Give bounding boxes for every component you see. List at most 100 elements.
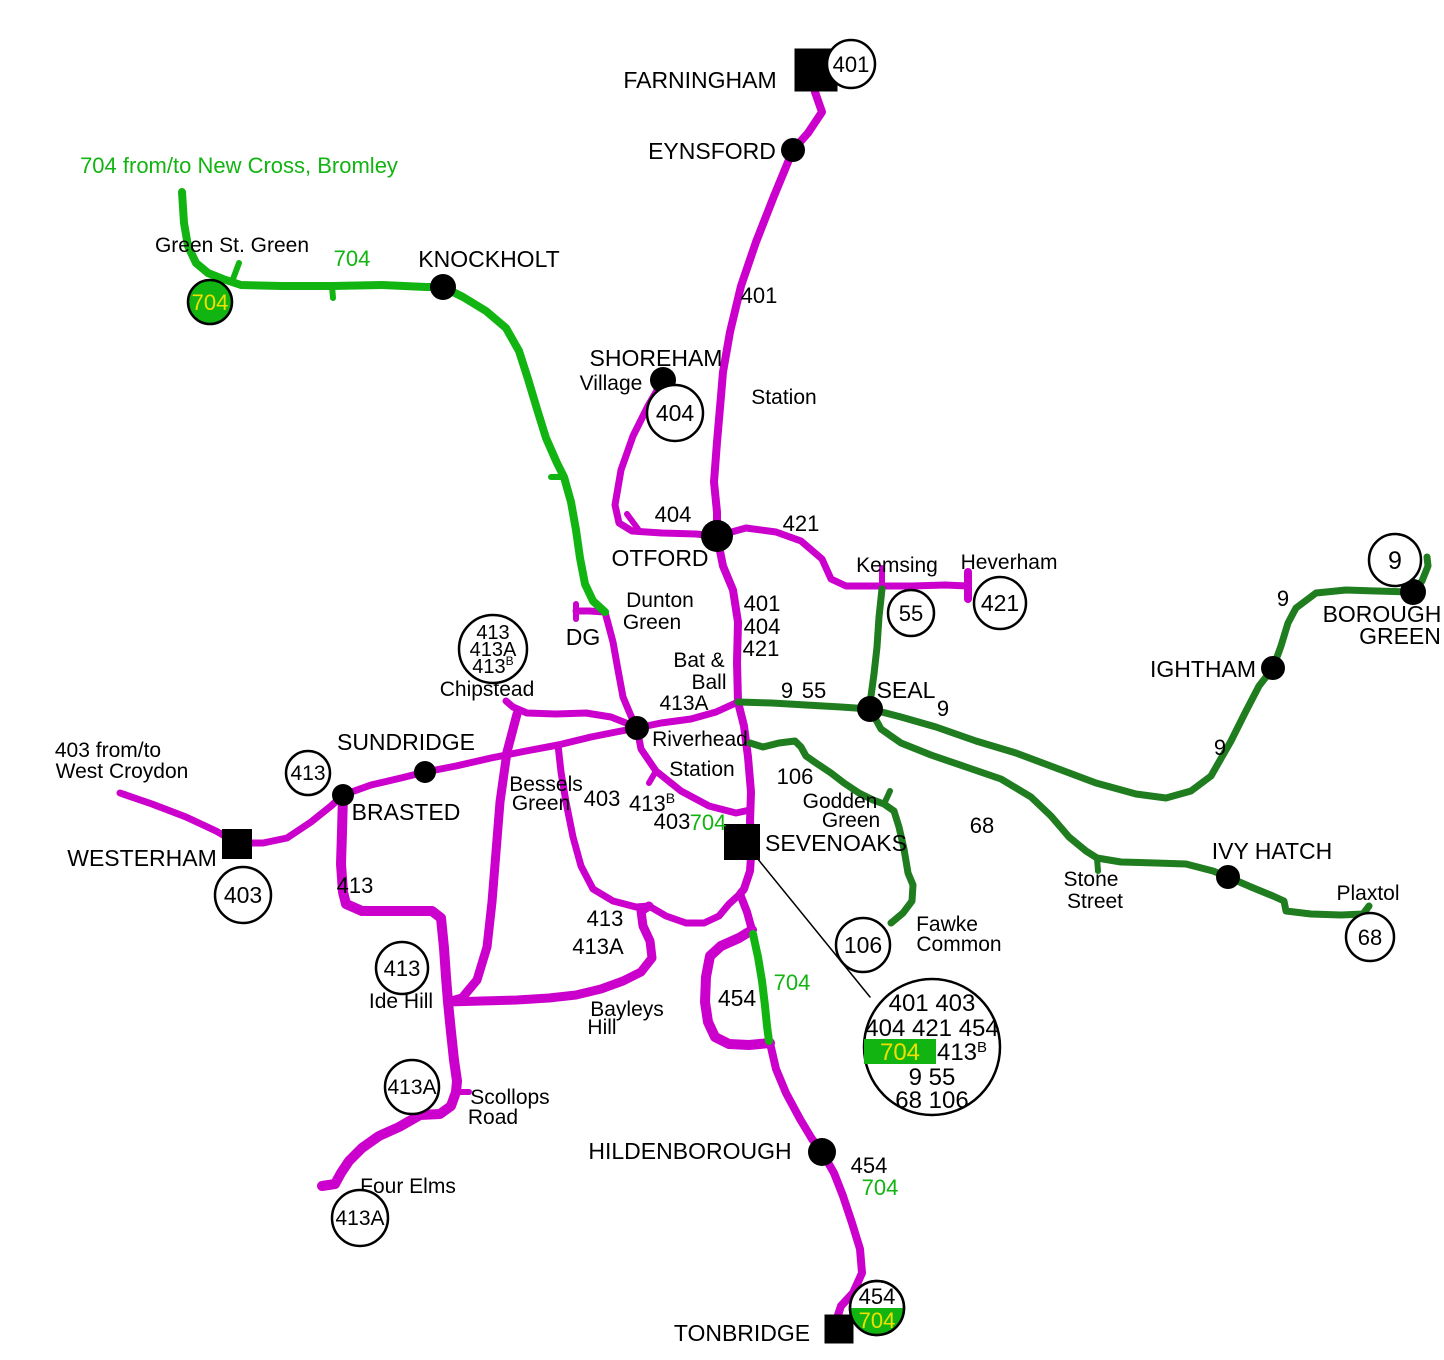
label-454-loop: 454 [718, 985, 757, 1011]
label-shoreham: SHOREHAM [590, 345, 723, 371]
label-otford: OTFORD [611, 545, 708, 571]
label-shoreham-station: Station [751, 386, 816, 409]
label-stone-street: Street [1067, 890, 1123, 913]
label-brasted: BRASTED [352, 799, 461, 825]
label-four-elms: Four Elms [360, 1175, 456, 1198]
route-421-otford-heverham [713, 524, 972, 590]
label-borough: BOROUGH [1323, 601, 1442, 627]
badge-sevenoaks-routes-text-1-0: 404 421 454 [865, 1015, 998, 1042]
label-704-sevenoaks: 704 [690, 810, 727, 835]
label-sundridge: SUNDRIDGE [337, 729, 475, 755]
stop-ivy-hatch-dot-marker [1216, 865, 1240, 889]
badge-68-circle [1344, 911, 1396, 963]
stop-otford-dot-marker [701, 520, 733, 552]
label-tonbridge: TONBRIDGE [674, 1320, 810, 1346]
route-68-seal-plaxtol [866, 705, 1373, 919]
badge-68: 68 [1344, 911, 1396, 963]
label-dunton-green: Green [623, 611, 681, 634]
stop-borough-green-dot-marker [1400, 579, 1426, 605]
label-godden: Godden [803, 790, 878, 813]
label-704-hildenborough: 704 [862, 1175, 899, 1200]
badge-413-idehill: 413 [374, 940, 430, 996]
label-godden-green: Green [822, 809, 880, 832]
label-bessels: Bessels [509, 773, 583, 796]
label-eynsford: EYNSFORD [648, 138, 776, 164]
label-ide-hill: Ide Hill [369, 990, 433, 1013]
label-9-seal-east: 9 [937, 696, 949, 721]
label-scollops: Scollops [470, 1086, 549, 1109]
badge-55: 55 [886, 588, 936, 638]
label-riverhead-station: Station [669, 758, 734, 781]
label-403-bessels: 403 [584, 786, 621, 811]
label-bayleys: Bayleys [590, 998, 664, 1021]
label-borough-green: GREEN [1359, 623, 1441, 649]
badge-68-text-0-0: 68 [1358, 925, 1382, 950]
label-ivy-hatch: IVY HATCH [1212, 838, 1333, 864]
stop-sundridge-dot-marker [414, 761, 436, 783]
badge-9-borough-green: 9 [1367, 532, 1423, 588]
badge-55-text-0-0: 55 [899, 601, 923, 626]
badge-413a-fourelms-text-0-0: 413A [335, 1207, 384, 1230]
stop-ightham-dot-marker [1261, 656, 1285, 680]
label-bat-amp: Bat & [673, 649, 724, 672]
route-riverhead-loop [633, 698, 754, 817]
label-scollops-road: Road [468, 1106, 518, 1129]
label-knockholt: KNOCKHOLT [418, 246, 559, 272]
label-704-loop: 704 [774, 970, 811, 995]
label-404-stack: 404 [744, 614, 781, 639]
badge-413a-scollops-text-0-0: 413A [387, 1076, 436, 1099]
route-greenstgreen-tick [230, 260, 242, 282]
badge-403-westerham-circle [213, 865, 273, 925]
badge-sevenoaks-routes-text-4-0: 68 106 [895, 1087, 968, 1114]
badge-413-idehill-text-0-0: 413 [384, 956, 421, 981]
badge-sevenoaks-routes-highlight-0 [864, 1039, 936, 1064]
label-green-st-green: Green St. Green [155, 234, 309, 257]
badge-413-chipstead-text-0-0: 413 [476, 622, 509, 644]
badge-413-sundridge: 413 [284, 749, 332, 797]
badge-106-text-0-0: 106 [844, 932, 882, 958]
route-106-goddengreen-tick [881, 788, 893, 807]
badge-413a-scollops: 413A [383, 1058, 441, 1116]
badge-106: 106 [834, 916, 892, 974]
label-413a-batball: 413A [659, 692, 708, 715]
terminus-tonbridge-square-marker [824, 1314, 854, 1344]
label-401-stack: 401 [744, 591, 781, 616]
badge-sevenoaks-routes-text-3-0: 9 55 [909, 1064, 956, 1091]
badge-421: 421 [972, 575, 1028, 631]
badge-106-circle [834, 916, 892, 974]
badge-tonbridge-454-704-text-1-0: 704 [859, 1308, 896, 1333]
route-454-loop [700, 925, 775, 1050]
label-9-seal-west: 9 [781, 678, 793, 703]
label-68-route: 68 [970, 813, 994, 838]
stop-hildenborough-dot-marker [808, 1138, 836, 1166]
route-404-spur [624, 511, 641, 532]
label-55-seal-west: 55 [802, 678, 826, 703]
route-riverhead-station-tick [646, 768, 659, 786]
badge-tonbridge-454-704-outline [848, 1279, 906, 1337]
label-seal: SEAL [877, 677, 936, 703]
label-farningham: FARNINGHAM [623, 67, 776, 93]
badge-704-greenstgreen: 704 [186, 278, 234, 326]
label-413-brasted: 413 [337, 873, 374, 898]
badge-704-greenstgreen-circle [186, 278, 234, 326]
route-106-sevenoaks-fawke [746, 737, 917, 927]
label-west-croydon: West Croydon [56, 760, 189, 783]
route-chipstead-horizontal [502, 697, 641, 732]
badge-413-idehill-circle [374, 940, 430, 996]
label-shoreham-village: Village [580, 372, 643, 395]
badge-413-sundridge-text-0-0: 413 [290, 762, 325, 785]
badge-413-chipstead-circle [457, 613, 529, 685]
badge-413-chipstead-text-2-0: 413B [472, 654, 513, 678]
badge-tonbridge-454-704-half-fill [850, 1308, 904, 1335]
label-fawke: Fawke [916, 913, 978, 936]
label-ightham: IGHTHAM [1150, 656, 1256, 682]
label-9-ightham: 9 [1277, 586, 1289, 611]
stop-brasted-dot-marker [332, 784, 354, 806]
route-trunk-sevenoaks-split [736, 839, 756, 934]
label-403-fromto: 403 from/to [55, 739, 161, 762]
route-403-westcroydon-riverhead [116, 724, 641, 847]
badge-413-chipstead-text-1-0: 413A [470, 639, 517, 661]
